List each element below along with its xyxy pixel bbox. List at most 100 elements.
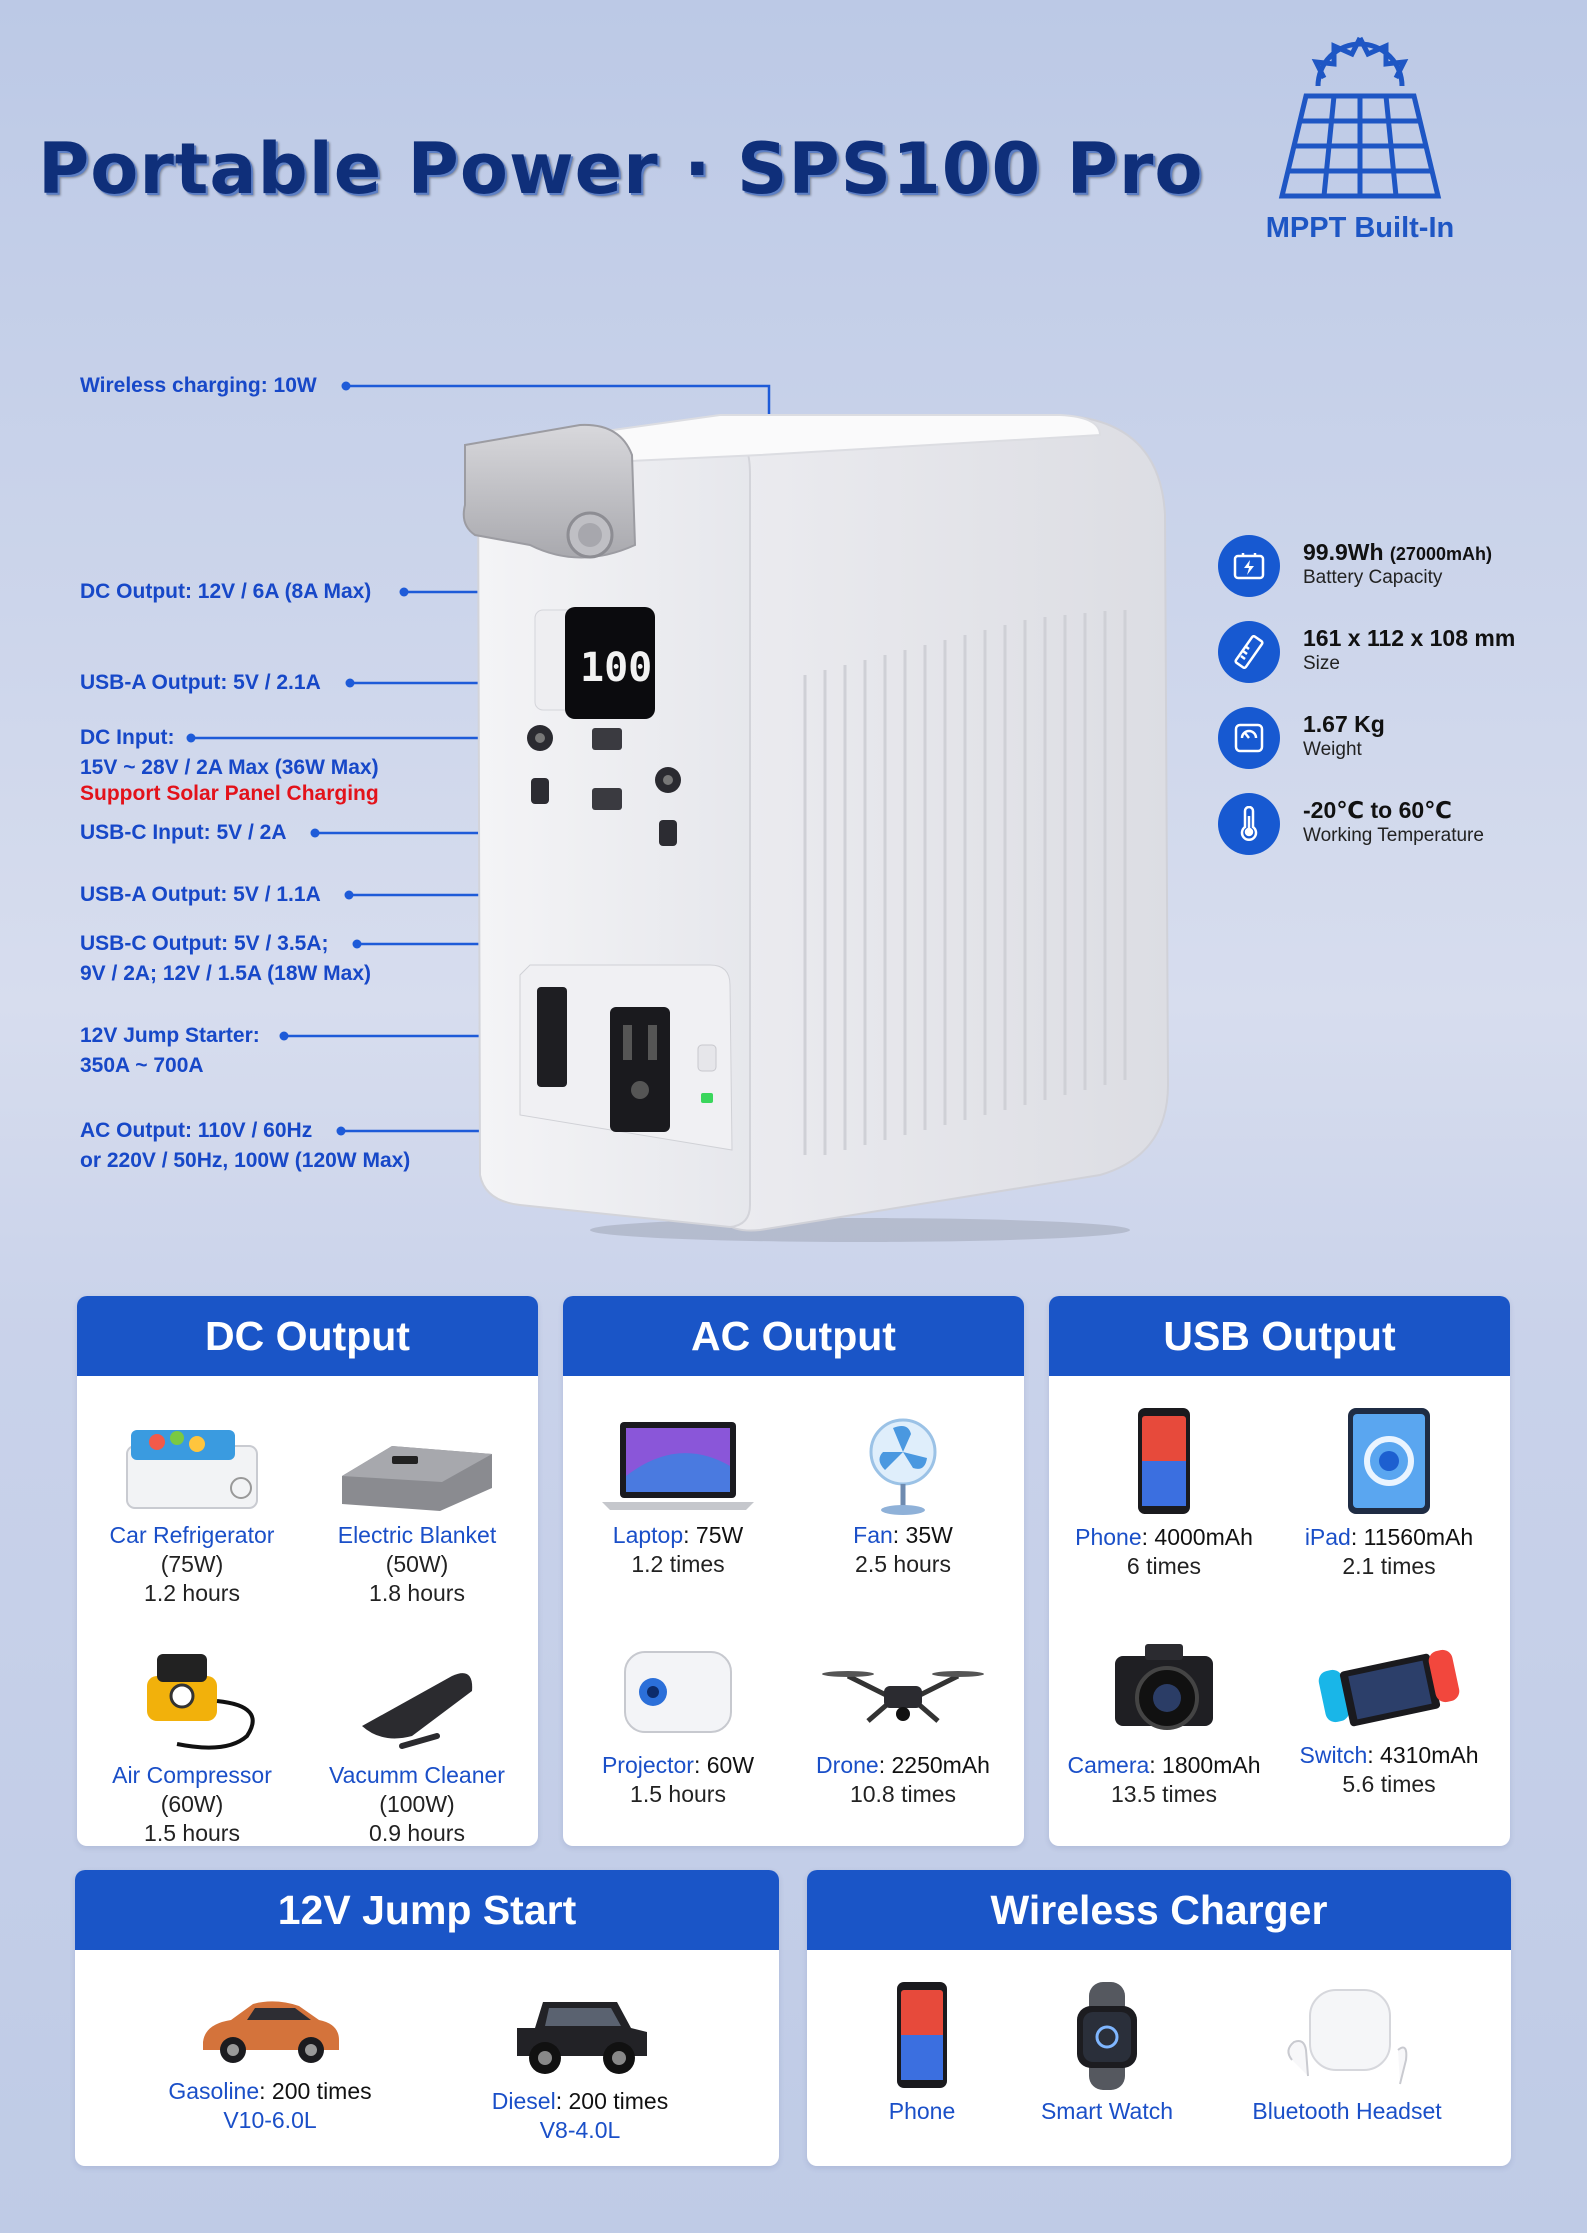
- device-name: Phone: [888, 2098, 956, 2124]
- spec-battery-label: Battery Capacity: [1303, 567, 1443, 588]
- spec-weight-label: Weight: [1303, 739, 1362, 760]
- device-drone: Drone: 2250mAh 10.8 times: [803, 1636, 1003, 1809]
- device-runtime: 2.5 hours: [855, 1551, 951, 1577]
- device-name: Projector: [601, 1752, 694, 1778]
- spec-battery-value: 99.9Wh: [1303, 539, 1384, 565]
- callout-wireless-charging: Wireless charging: 10W: [80, 371, 317, 401]
- fan-icon: [869, 1418, 937, 1515]
- card-jump-start: 12V Jump Start Gasoline: 200 times V10-6…: [75, 1870, 779, 2166]
- spec-temperature-value: -20℃ to 60℃: [1303, 797, 1453, 823]
- callout-dc-output-text: DC Output: 12V / 6A (8A Max): [80, 580, 372, 603]
- smart-watch-icon: [1077, 1982, 1137, 2090]
- device-label: Phone: 4000mAh: [1064, 1523, 1264, 1552]
- lcd-percentage: 100: [580, 645, 652, 691]
- vehicle-engine: V10-6.0L: [223, 2107, 317, 2133]
- callout-usba-output-1-text: USB-A Output: 5V / 2.1A: [80, 671, 321, 694]
- device-label: Fan: 35W: [803, 1521, 1003, 1550]
- projector-icon: [624, 1651, 732, 1733]
- device-power: (50W): [385, 1551, 449, 1577]
- device-label: Laptop: 75W: [578, 1521, 778, 1550]
- callout-ac-output-text: AC Output: 110V / 60Hz: [80, 1119, 313, 1142]
- callout-usba-output-1: USB-A Output: 5V / 2.1A: [80, 668, 321, 698]
- callout-usbc-output: USB-C Output: 5V / 3.5A; 9V / 2A; 12V / …: [80, 929, 371, 989]
- wireless-device-smart-watch: Smart Watch: [1017, 1980, 1197, 2126]
- device-runtime: 1.2 times: [631, 1551, 725, 1577]
- device-power: (100W): [379, 1791, 455, 1817]
- device-runtime: 1.5 hours: [630, 1781, 726, 1807]
- device-power: : 75W: [683, 1522, 744, 1548]
- spec-size: 161 x 112 x 108 mm Size: [1218, 619, 1578, 689]
- sports-car-icon: [203, 2001, 339, 2063]
- device-runtime: 10.8 times: [849, 1781, 957, 1807]
- callout-solar-note: Support Solar Panel Charging: [80, 782, 379, 805]
- vacuum-cleaner-icon: [362, 1673, 473, 1749]
- mppt-badge: MPPT Built-In: [1240, 36, 1480, 256]
- device-runtime: 13.5 times: [1110, 1781, 1218, 1807]
- card-ac-output-title: AC Output: [563, 1296, 1024, 1376]
- callout-jump-starter-range: 350A ~ 700A: [80, 1054, 204, 1077]
- device-name: Car Refrigerator: [109, 1522, 275, 1548]
- card-dc-output-title: DC Output: [77, 1296, 538, 1376]
- device-switch: Switch: 4310mAh 5.6 times: [1289, 1636, 1489, 1799]
- device-name: Air Compressor: [112, 1762, 272, 1788]
- device-runtime: 0.9 hours: [369, 1820, 465, 1846]
- scale-icon: [1218, 707, 1280, 769]
- device-vacuum-cleaner: Vacumm Cleaner (100W) 0.9 hours: [317, 1636, 517, 1846]
- device-runtime: 1.5 hours: [144, 1820, 240, 1846]
- device-air-compressor: Air Compressor (60W) 1.5 hours: [92, 1636, 292, 1846]
- device-name: Fan: [853, 1522, 893, 1548]
- solar-panel-icon: [1278, 36, 1442, 199]
- game-console-icon: [1318, 1649, 1460, 1727]
- spec-battery-mah: (27000mAh): [1389, 544, 1492, 564]
- vehicle-gasoline: Gasoline: 200 times V10-6.0L: [135, 1982, 405, 2135]
- spec-weight: 1.67 Kg Weight: [1218, 705, 1578, 775]
- device-capacity: : 4310mAh: [1367, 1742, 1479, 1768]
- spec-battery: 99.9Wh (27000mAh) Battery Capacity: [1218, 533, 1578, 603]
- off-road-car-icon: [517, 2002, 647, 2074]
- callout-dc-input-text: DC Input:: [80, 726, 175, 749]
- callout-usbc-output-text-2: 9V / 2A; 12V / 1.5A (18W Max): [80, 962, 371, 985]
- callout-ac-output: AC Output: 110V / 60Hz or 220V / 50Hz, 1…: [80, 1116, 410, 1176]
- phone-icon: [897, 1982, 947, 2088]
- spec-weight-value: 1.67 Kg: [1303, 711, 1385, 737]
- callout-usbc-input: USB-C Input: 5V / 2A: [80, 818, 287, 848]
- device-label: Switch: 4310mAh: [1289, 1741, 1489, 1770]
- vehicle-fuel: Gasoline: [168, 2078, 260, 2104]
- tablet-icon: [1348, 1408, 1430, 1514]
- card-dc-output: DC Output Car Refrigerator (75W) 1.2 hou…: [77, 1296, 538, 1846]
- device-capacity: : 11560mAh: [1350, 1524, 1474, 1550]
- card-ac-output: AC Output Laptop: 75W 1.2 times Fan: 35W…: [563, 1296, 1024, 1846]
- spec-temperature-label: Working Temperature: [1303, 825, 1484, 846]
- page-title: Portable Power · SPS100 Pro: [38, 128, 1204, 210]
- callout-usbc-output-text: USB-C Output: 5V / 3.5A;: [80, 932, 329, 955]
- device-label: Projector: 60W: [578, 1751, 778, 1780]
- callout-dc-input: DC Input: 15V ~ 28V / 2A Max (36W Max) S…: [80, 723, 379, 809]
- device-name: Switch: [1299, 1742, 1368, 1768]
- device-runtime: 1.8 hours: [369, 1580, 465, 1606]
- device-name: Smart Watch: [1040, 2098, 1174, 2124]
- card-usb-output: USB Output Phone: 4000mAh 6 times iPad: …: [1049, 1296, 1510, 1846]
- wireless-device-phone: Phone: [837, 1980, 1007, 2126]
- vehicle-starts: : 200 times: [259, 2078, 372, 2104]
- device-name: Drone: [816, 1752, 879, 1778]
- device-runtime: 5.6 times: [1342, 1771, 1436, 1797]
- card-wireless-charger: Wireless Charger Phone Smart Watch Bluet…: [807, 1870, 1511, 2166]
- device-car-refrigerator: Car Refrigerator (75W) 1.2 hours: [92, 1416, 292, 1608]
- device-laptop: Laptop: 75W 1.2 times: [578, 1416, 778, 1579]
- earbuds-icon: [1287, 1989, 1408, 2085]
- mppt-label: MPPT Built-In: [1265, 212, 1455, 244]
- callout-usba-output-2-text: USB-A Output: 5V / 1.1A: [80, 883, 321, 906]
- device-phone: Phone: 4000mAh 6 times: [1064, 1406, 1264, 1581]
- device-power: (75W): [160, 1551, 224, 1577]
- device-projector: Projector: 60W 1.5 hours: [578, 1636, 778, 1809]
- device-name: Phone: [1075, 1524, 1142, 1550]
- thermometer-icon: [1218, 793, 1280, 855]
- phone-icon: [1138, 1408, 1190, 1514]
- vehicle-fuel: Diesel: [491, 2088, 556, 2114]
- device-capacity: : 2250mAh: [878, 1752, 990, 1778]
- card-jump-start-title: 12V Jump Start: [75, 1870, 779, 1950]
- vehicle-label: Gasoline: 200 times: [135, 2077, 405, 2106]
- laptop-icon: [602, 1422, 754, 1510]
- device-name: Camera: [1067, 1752, 1150, 1778]
- card-wireless-charger-title: Wireless Charger: [807, 1870, 1511, 1950]
